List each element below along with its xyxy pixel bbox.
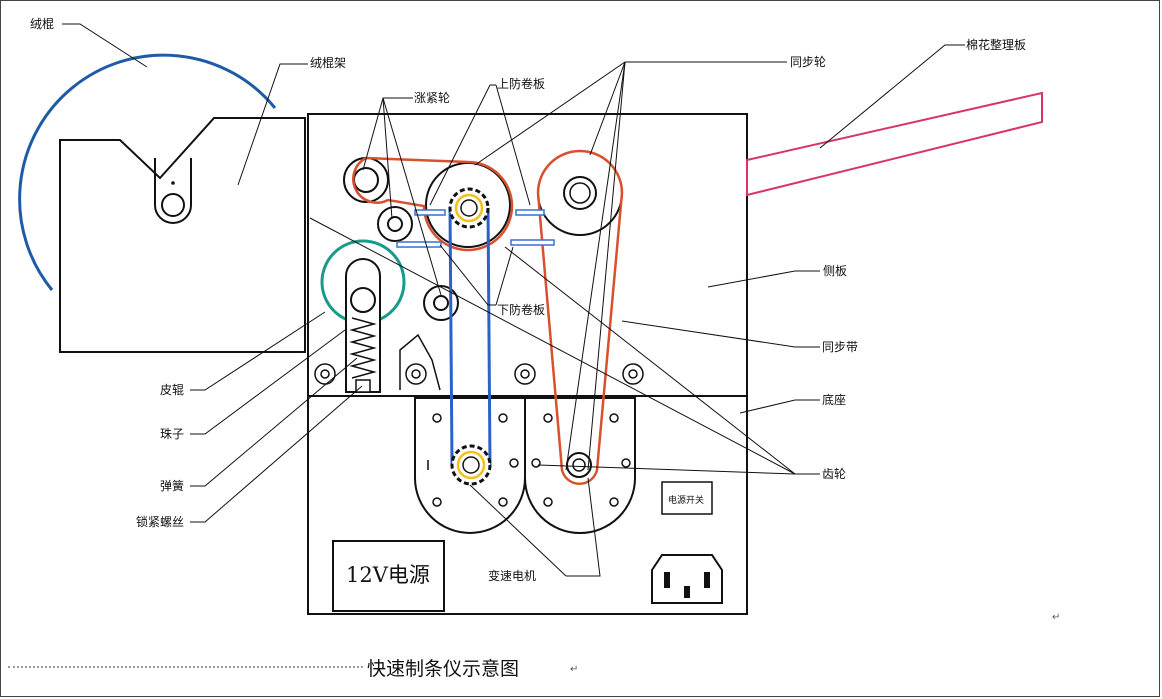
label-cotton-finishing-board: 棉花整理板 <box>966 37 1026 52</box>
label-gear: 齿轮 <box>822 467 846 481</box>
motor-bolts <box>432 413 631 507</box>
power-supply-label: 12V电源 <box>346 563 430 587</box>
label-side-plate: 侧板 <box>823 264 847 278</box>
synchronous-belt-left <box>352 156 514 252</box>
label-spring: 弹簧 <box>160 478 184 493</box>
leader-lines <box>62 23 965 577</box>
felt-roller-bracket <box>59 117 306 353</box>
leather-roller <box>350 287 376 313</box>
sprocket-bottom <box>450 444 492 486</box>
label-felt-roller: 绒棍 <box>30 17 54 31</box>
power-socket <box>651 554 723 604</box>
sprocket-top <box>448 187 490 229</box>
label-lower-anti-wind-plate: 下防卷板 <box>497 302 545 317</box>
label-variable-speed-motor: 变速电机 <box>488 568 536 583</box>
paragraph-mark-caption: ↵ <box>570 664 579 675</box>
label-leather-roller: 皮辊 <box>160 383 184 397</box>
felt-roller-shaft <box>161 193 185 217</box>
label-tension-wheel: 涨紧轮 <box>414 90 450 105</box>
label-felt-roller-frame: 绒棍架 <box>310 56 346 70</box>
figure-caption: 快速制条仪示意图 <box>367 658 520 680</box>
lock-screw <box>355 379 371 393</box>
label-base: 底座 <box>822 392 846 407</box>
side-plate-bolts <box>314 363 644 385</box>
chain-blue <box>448 207 492 466</box>
cotton-finishing-board <box>746 91 1043 197</box>
anti-wind-plates <box>396 209 555 248</box>
synchronous-belt-right <box>536 149 624 486</box>
dotted-leader <box>8 666 363 668</box>
power-switch <box>661 481 713 515</box>
label-upper-anti-wind-plate: 上防卷板 <box>497 76 545 91</box>
label-synchronous-wheel: 同步轮 <box>790 55 826 69</box>
label-synchronous-belt: 同步带 <box>822 340 858 354</box>
label-lock-screw: 锁紧螺丝 <box>136 514 184 529</box>
paragraph-mark: ↵ <box>1052 612 1061 623</box>
felt-roller-arc <box>18 53 277 291</box>
power-supply-box <box>332 540 445 612</box>
roller-slot <box>154 158 192 224</box>
power-switch-label: 电源开关 <box>668 494 704 506</box>
spring <box>349 317 377 379</box>
label-bead: 珠子 <box>160 427 184 441</box>
